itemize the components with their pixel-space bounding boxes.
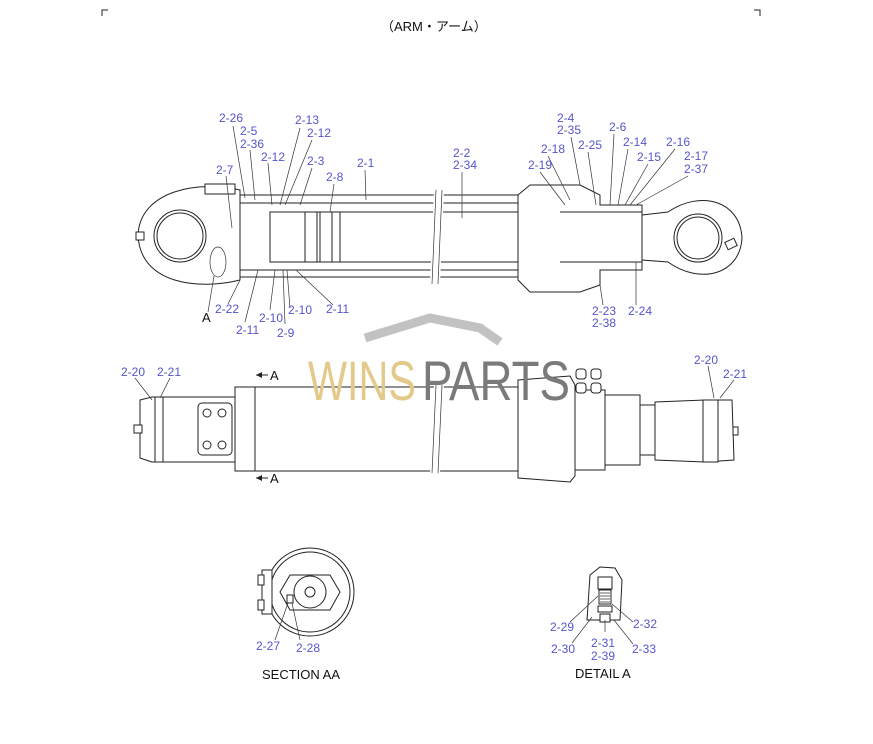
callout-label: 2-38 xyxy=(592,316,616,330)
callout-label: 2-32 xyxy=(633,617,657,631)
watermark: WINS PARTS xyxy=(308,313,570,412)
callout-label: 2-22 xyxy=(215,302,239,316)
callout-label: 2-1 xyxy=(357,156,375,170)
callout-label: 2-10 xyxy=(259,311,283,325)
callout-label: 2-35 xyxy=(557,123,581,137)
callout-label: 2-10 xyxy=(288,303,312,317)
callout-label: 2-19 xyxy=(528,158,552,172)
watermark-text-parts: PARTS xyxy=(422,349,570,412)
leader-lines xyxy=(207,125,689,325)
callout-label: 2-31 xyxy=(591,636,615,650)
callout-label: 2-12 xyxy=(307,126,331,140)
callout-label: 2-5 xyxy=(240,124,258,138)
side-view-callouts: 2-20 2-21 A A 2-20 2-21 xyxy=(121,353,747,486)
callout-label: 2-17 xyxy=(684,149,708,163)
callout-label: 2-34 xyxy=(453,158,477,172)
callout-label: 2-26 xyxy=(219,111,243,125)
callout-label: 2-6 xyxy=(609,120,627,134)
watermark-swoosh xyxy=(363,313,503,346)
callout-label: 2-23 xyxy=(592,304,616,318)
callout-label: 2-36 xyxy=(240,137,264,151)
callout-label: 2-20 xyxy=(121,365,145,379)
callout-label: 2-33 xyxy=(632,642,656,656)
callout-label: A xyxy=(270,368,279,383)
callout-label: 2-8 xyxy=(326,170,344,184)
cylinder-side-view xyxy=(133,365,739,483)
callout-label: 2-21 xyxy=(723,367,747,381)
section-aa-view: 2-27 2-28 SECTION AA xyxy=(256,547,355,682)
callout-label: 2-21 xyxy=(157,365,181,379)
cylinder-section-view xyxy=(135,183,743,293)
callout-label: 2-25 xyxy=(578,138,602,152)
callout-label: 2-9 xyxy=(277,326,295,340)
watermark-text-wins: WINS xyxy=(308,349,416,412)
callout-label: 2-18 xyxy=(541,142,565,156)
callout-label: 2-11 xyxy=(236,323,259,337)
crop-marks xyxy=(101,9,761,16)
callout-label: 2-29 xyxy=(550,620,574,634)
callout-label: 2-3 xyxy=(307,154,325,168)
callout-label: A xyxy=(270,471,279,486)
callout-label: 2-24 xyxy=(628,304,652,318)
callout-label: 2-4 xyxy=(557,111,575,125)
callout-label: 2-20 xyxy=(694,353,718,367)
callout-label: 2-39 xyxy=(591,649,615,663)
callout-label: 2-14 xyxy=(623,135,647,149)
callout-label: 2-7 xyxy=(216,163,234,177)
callout-label: 2-27 xyxy=(256,639,280,653)
top-view-callouts: 2-26 2-5 2-36 2-13 2-12 2-12 2-7 2-3 2-1… xyxy=(202,111,708,340)
callout-label: 2-13 xyxy=(295,113,319,127)
callout-label: 2-2 xyxy=(453,146,471,160)
section-aa-caption: SECTION AA xyxy=(262,667,340,682)
callout-label: 2-12 xyxy=(261,150,285,164)
callout-label: 2-37 xyxy=(684,162,708,176)
diagram-title: （ARM・アーム） xyxy=(381,19,487,34)
callout-label: 2-28 xyxy=(296,641,320,655)
callout-label: 2-11 xyxy=(326,302,349,316)
detail-a-view: 2-29 2-30 2-31 2-39 2-32 2-33 DETAIL A xyxy=(550,566,657,681)
callout-label: 2-30 xyxy=(551,642,575,656)
callout-label: A xyxy=(202,310,211,325)
detail-a-caption: DETAIL A xyxy=(575,666,631,681)
callout-label: 2-15 xyxy=(637,150,661,164)
callout-label: 2-16 xyxy=(666,135,690,149)
